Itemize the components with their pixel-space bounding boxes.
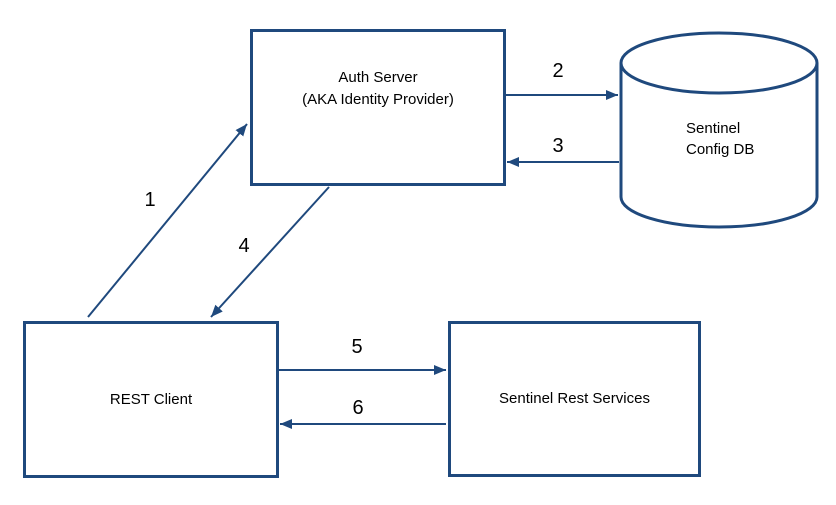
arrow-1-line [87,123,248,318]
arrow-6-label: 6 [352,397,364,419]
arrow-1-label: 1 [144,189,156,211]
arrow-2-label: 2 [552,60,564,82]
arrow-4-label: 4 [238,235,250,257]
sentinel-config-db-line1: Sentinel [686,120,741,137]
rest-client-label: REST Client [109,390,193,408]
arrow-5-label: 5 [351,336,363,358]
sentinel-config-db-line2: Config DB [686,141,755,158]
node-rest-client: REST Client [23,321,279,478]
auth-server-label-line2: (AKA Identity Provider) [302,91,454,108]
node-auth-server: Auth Server (AKA Identity Provider) [250,29,506,186]
arrow-4-line [210,186,330,318]
sentinel-rest-services-label: Sentinel Rest Services [499,390,650,407]
node-sentinel-config-db-label: Sentinel Config DB [686,118,754,160]
arrow-3-label: 3 [552,135,564,157]
auth-server-label-line1: Auth Server [338,69,418,86]
database-cylinder-sentinel-config-db [619,31,819,229]
node-sentinel-rest-services: Sentinel Rest Services [448,321,701,477]
